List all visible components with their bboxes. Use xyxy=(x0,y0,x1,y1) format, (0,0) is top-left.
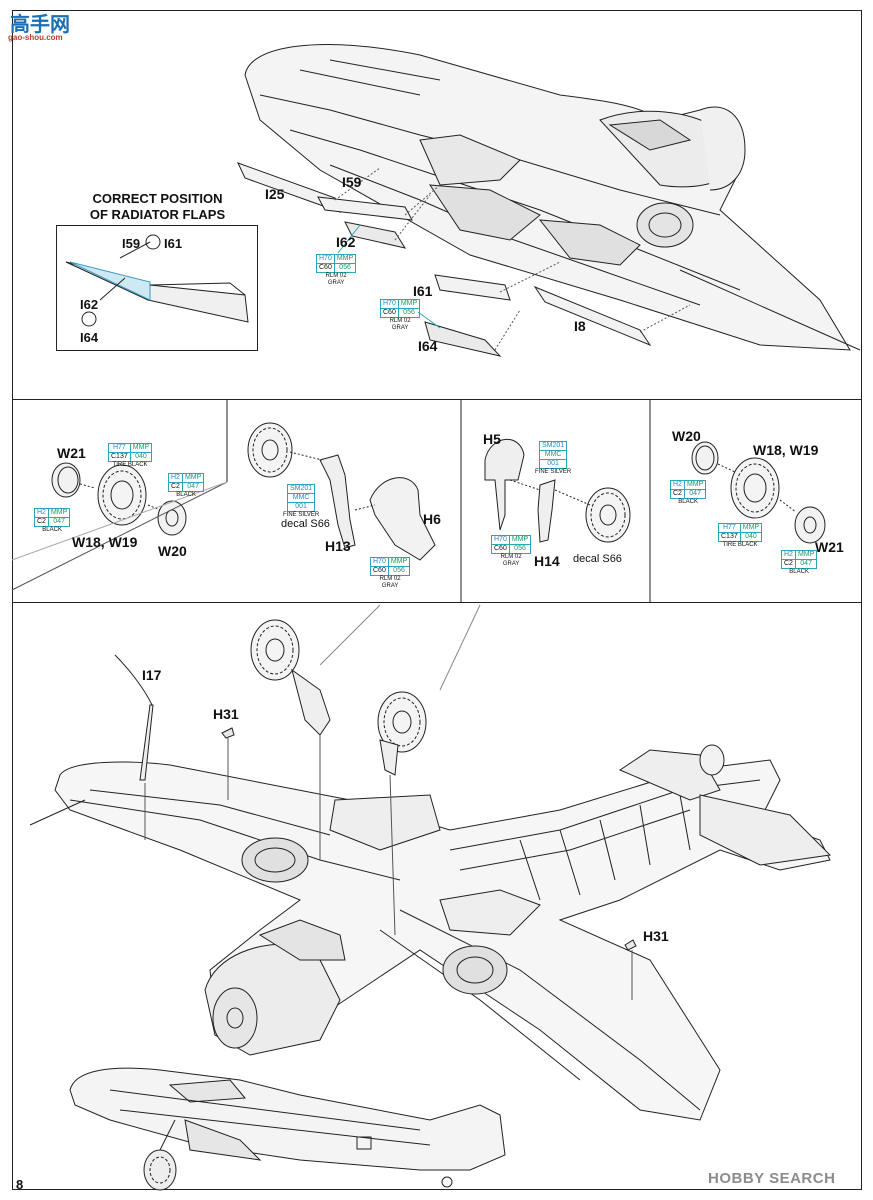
inset-title: CORRECT POSITION OF RADIATOR FLAPS xyxy=(60,191,255,223)
panel2-strut-parts xyxy=(248,423,435,560)
panel3-decal-s66: decal S66 xyxy=(573,553,622,565)
bottom-section-frame xyxy=(12,602,862,1190)
panel2-callout-fine-silver: SM201 MMC 001 FINE SILVER xyxy=(283,484,320,518)
side-view-drawing xyxy=(70,1068,505,1190)
inset-label-i59: I59 xyxy=(122,236,141,251)
panel4-label-w18-w19: W18, W19 xyxy=(753,442,819,458)
panel3-label-h5: H5 xyxy=(483,431,501,447)
panel2-decal-s66: decal S66 xyxy=(281,518,330,530)
panel1-label-w18-w19: W18, W19 xyxy=(72,534,138,550)
panel3-strut-parts xyxy=(485,439,630,542)
label-i62: I62 xyxy=(336,234,356,250)
hobby-search-watermark: HOBBY SEARCH xyxy=(708,1170,835,1187)
radiator-inset-drawing xyxy=(66,235,248,326)
label-h31-right: H31 xyxy=(643,928,669,944)
site-logo: 高手网 xyxy=(10,8,70,37)
main-aircraft-drawing xyxy=(30,655,830,1120)
inset-label-i61: I61 xyxy=(164,236,183,251)
inset-label-i64: I64 xyxy=(80,330,99,345)
panel4-label-w21: W21 xyxy=(815,539,844,555)
panel3-callout-fine-silver: SM201 MMC 001 FINE SILVER xyxy=(535,441,572,475)
label-i61: I61 xyxy=(413,283,433,299)
panel2-label-h13: H13 xyxy=(325,538,351,554)
watermark-text: HOBBY SEARCH xyxy=(708,1170,836,1187)
label-i25: I25 xyxy=(265,186,285,202)
panel1-label-w20: W20 xyxy=(158,543,187,559)
site-logo-url: gao-shou.com xyxy=(8,33,63,42)
panel4-label-w20: W20 xyxy=(672,428,701,444)
inset-title-line1: CORRECT POSITION xyxy=(92,191,223,206)
inset-label-i62: I62 xyxy=(80,297,99,312)
logo-url-text: gao-shou.com xyxy=(8,33,63,42)
panel2-label-h6: H6 xyxy=(423,511,441,527)
main-gear-legs xyxy=(251,620,426,775)
label-i8: I8 xyxy=(574,318,586,334)
label-i59: I59 xyxy=(342,174,362,190)
panel4-wheel-parts xyxy=(692,442,825,543)
panel1-label-w21: W21 xyxy=(57,445,86,461)
upper-wing-drawing xyxy=(245,45,860,350)
label-i17: I17 xyxy=(142,667,162,683)
radiator-flap-parts xyxy=(238,163,650,356)
radiator-inset-frame xyxy=(56,225,258,351)
logo-text: 高手网 xyxy=(10,14,70,36)
panel1-wheel-parts xyxy=(52,463,186,535)
inset-title-line2: OF RADIATOR FLAPS xyxy=(89,207,226,222)
page-number: 8 xyxy=(16,1177,24,1192)
panel3-label-h14: H14 xyxy=(534,553,560,569)
label-h31-left: H31 xyxy=(213,706,239,722)
label-i64: I64 xyxy=(418,338,438,354)
